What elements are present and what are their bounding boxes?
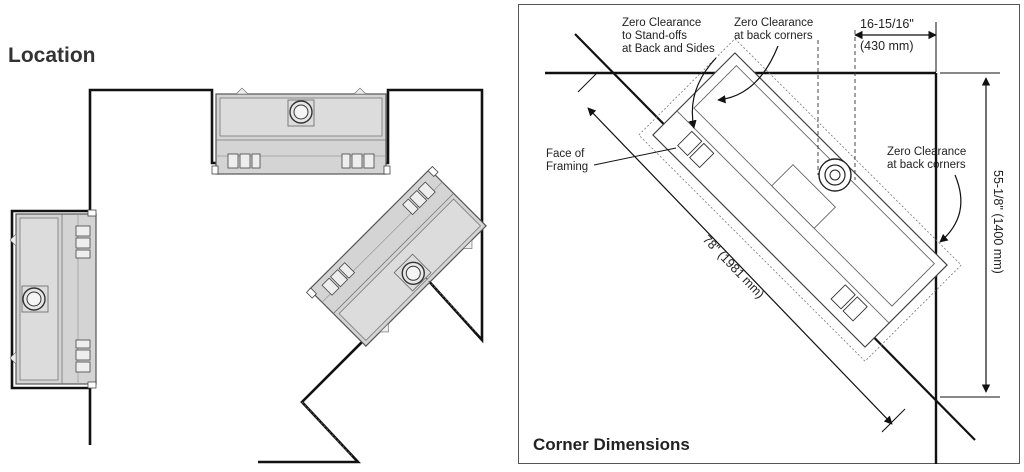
corner-fireplace-unit — [638, 38, 962, 362]
width-dim-in: 16-15/16" — [860, 17, 914, 31]
back-corners-right-label-1: Zero Clearance — [887, 146, 966, 158]
fireplace-unit-top — [211, 87, 391, 175]
width-dim-mm: (430 mm) — [860, 39, 913, 53]
location-title: Location — [8, 44, 96, 67]
standoffs-label-3: at Back and Sides — [622, 43, 715, 55]
back-corners-right-label-2: at back corners — [887, 159, 966, 171]
height-dim: 55-1/8" (1400 mm) — [991, 170, 1005, 274]
corner-dimensions-title: Corner Dimensions — [533, 435, 690, 454]
face-of-framing-label-2: Framing — [546, 161, 588, 173]
diagonal-dim: 78" (1981 mm) — [700, 232, 767, 301]
corner-dimensions-frame — [518, 4, 1020, 464]
back-corners-top-label-2: at back corners — [734, 30, 813, 42]
fireplace-unit-corner — [305, 165, 494, 354]
back-corners-top-label-1: Zero Clearance — [734, 17, 813, 29]
face-of-framing-label-1: Face of — [546, 148, 585, 160]
fireplace-unit-left — [9, 209, 97, 389]
flue-collar — [818, 158, 852, 192]
standoffs-label-1: Zero Clearance — [622, 17, 701, 29]
standoffs-label-2: to Stand-offs — [622, 30, 687, 42]
